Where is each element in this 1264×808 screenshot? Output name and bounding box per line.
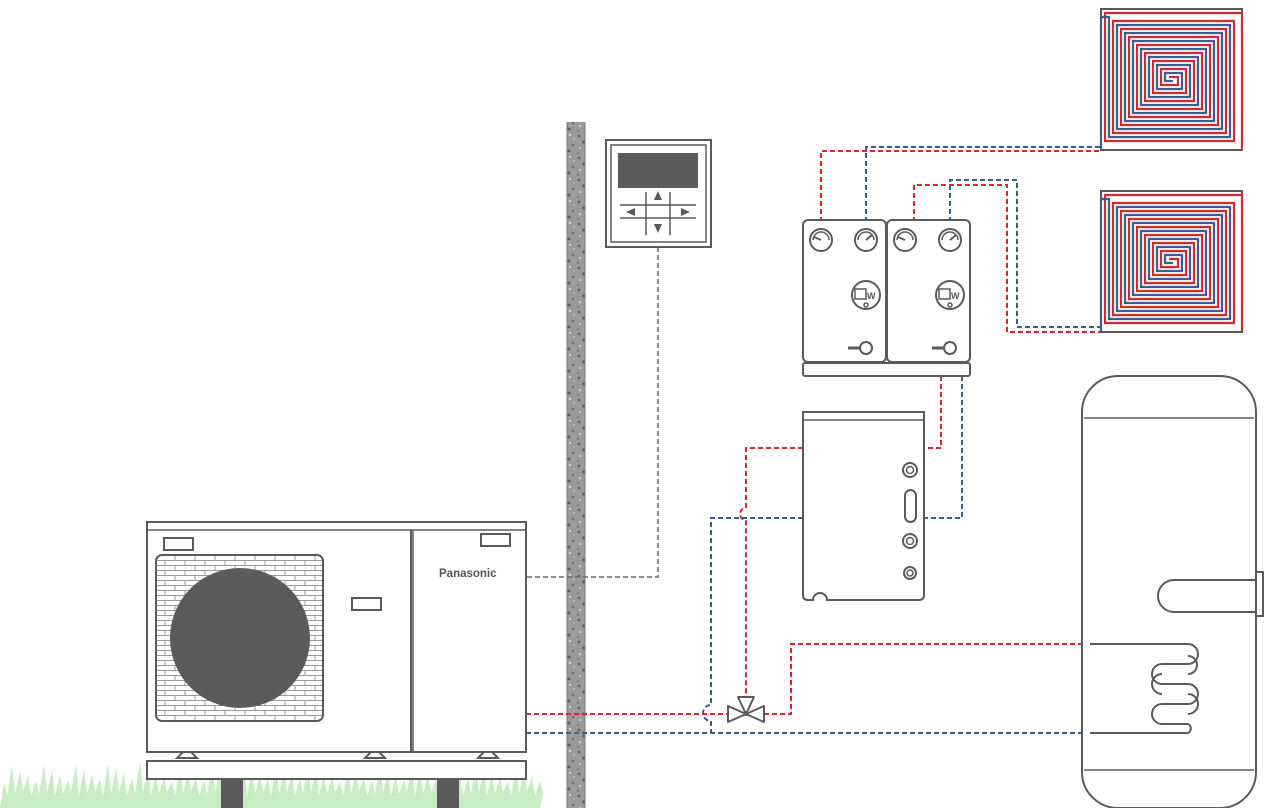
circulation-pump-icon: W	[935, 280, 965, 310]
pipework	[526, 146, 1101, 734]
pressure-gauge-icon	[809, 228, 833, 252]
grass	[0, 762, 543, 808]
valve-handle-icon	[932, 341, 957, 355]
circulation-pump-icon: W	[851, 280, 881, 310]
pressure-gauge-icon	[893, 228, 917, 252]
immersion-heater	[1157, 579, 1256, 613]
svg-text:W: W	[867, 291, 876, 301]
unit-stand-leg	[437, 780, 459, 808]
floor-heating-loop-2	[1099, 190, 1244, 333]
heating-coil-icon	[1090, 643, 1199, 734]
three-way-valve-icon	[727, 696, 765, 723]
brand-logo: Panasonic	[439, 568, 497, 580]
pressure-gauge-icon	[854, 228, 878, 252]
outdoor-heat-pump-unit: Panasonic	[146, 521, 527, 808]
controller-display	[618, 153, 698, 188]
controller-arrow-up-icon	[654, 191, 662, 200]
fan-icon	[170, 568, 310, 708]
pump-module-1: W	[802, 219, 887, 363]
building-wall	[566, 122, 586, 808]
unit-label-plate	[480, 533, 511, 547]
pressure-gauge-icon	[938, 228, 962, 252]
valve-handle-icon	[848, 341, 873, 355]
controller-arrow-right-icon	[681, 208, 690, 216]
controller-arrow-left-icon	[626, 208, 635, 216]
floor-heating-loop-1	[1099, 8, 1244, 151]
controller-arrow-down-icon	[654, 224, 662, 233]
hot-water-cylinder	[1081, 375, 1264, 808]
pump-module-2: W	[886, 219, 971, 363]
unit-label-plate	[163, 537, 194, 551]
unit-stand-leg	[221, 780, 243, 808]
buffer-tank	[802, 411, 925, 601]
unit-stand	[146, 760, 527, 780]
controller-cable	[526, 247, 659, 578]
manifold-base	[802, 362, 971, 377]
remote-controller	[605, 139, 712, 248]
svg-text:W: W	[951, 291, 960, 301]
unit-label-plate	[351, 597, 382, 611]
